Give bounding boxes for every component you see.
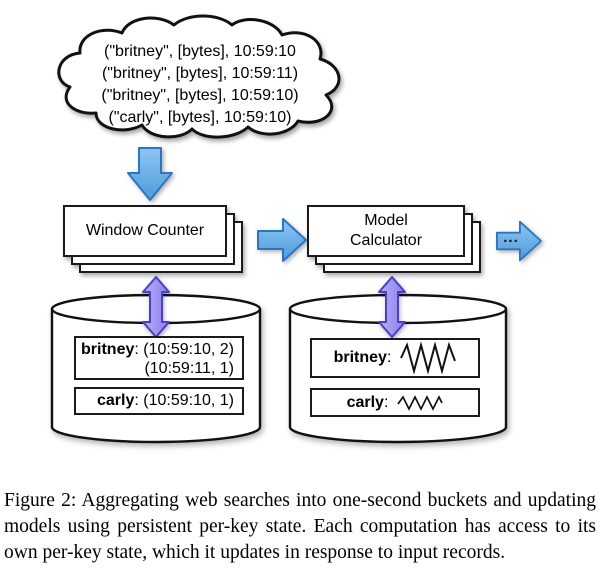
state-key: carly — [96, 392, 135, 409]
input-record: ("britney", [bytes], 10:59:11) — [101, 65, 299, 82]
state-value: (10:59:10, 1) — [143, 392, 234, 409]
state-value: (10:59:10, 2) — [143, 341, 234, 358]
state-entry-carly-model: carly: — [310, 388, 480, 417]
input-record: ("britney", [bytes], 10:59:10 — [104, 43, 296, 60]
arrow-vertical-double-icon — [142, 276, 170, 338]
state-value: (10:59:11, 1) — [144, 360, 234, 377]
waveform-large-icon — [400, 342, 457, 374]
state-entry-britney: britney: (10:59:10, 2) (10:59:11, 1) — [74, 336, 244, 380]
state-entry-carly: carly: (10:59:10, 1) — [74, 387, 244, 415]
waveform-small-icon — [397, 394, 444, 411]
cloud-icon — [57, 14, 341, 139]
input-record: ("britney", [bytes], 10:59:10) — [101, 87, 299, 104]
input-records: ("britney", [bytes], 10:59:10 ("britney"… — [58, 41, 342, 129]
stage-label: Window Counter — [85, 222, 205, 239]
arrow-vertical-double-icon — [378, 276, 406, 338]
state-entry-line: britney: (10:59:10, 2) — [76, 340, 234, 359]
stage-box: Window Counter — [63, 205, 227, 257]
ellipsis-label: ... — [503, 229, 519, 246]
stream-processing-diagram: ("britney", [bytes], 10:59:10 ("britney"… — [50, 14, 542, 444]
state-key: britney — [333, 349, 387, 366]
arrow-right-icon — [496, 220, 542, 262]
state-key: carly — [346, 393, 384, 411]
key-separator: : — [386, 349, 392, 366]
stage-label: Model — [364, 212, 408, 229]
state-entry-line: (10:59:11, 1) — [76, 359, 234, 378]
arrow-right-icon — [257, 218, 307, 262]
input-record: ("carly", [bytes], 10:59:10) — [108, 109, 292, 126]
stage-box: Model Calculator — [307, 205, 465, 257]
figure-caption: Figure 2: Aggregating web searches into … — [4, 489, 596, 563]
key-separator: : — [134, 392, 139, 409]
state-key: britney — [81, 341, 135, 358]
stage-label: Calculator — [349, 232, 423, 249]
model-calculator-stage: Model Calculator — [307, 205, 482, 274]
key-separator: : — [134, 341, 139, 358]
state-entry-britney-model: britney: — [310, 338, 480, 378]
arrow-down-icon — [127, 147, 173, 201]
downstream-arrow: ... — [496, 219, 542, 263]
window-counter-stage: Window Counter — [63, 205, 244, 274]
key-separator: : — [383, 393, 389, 411]
